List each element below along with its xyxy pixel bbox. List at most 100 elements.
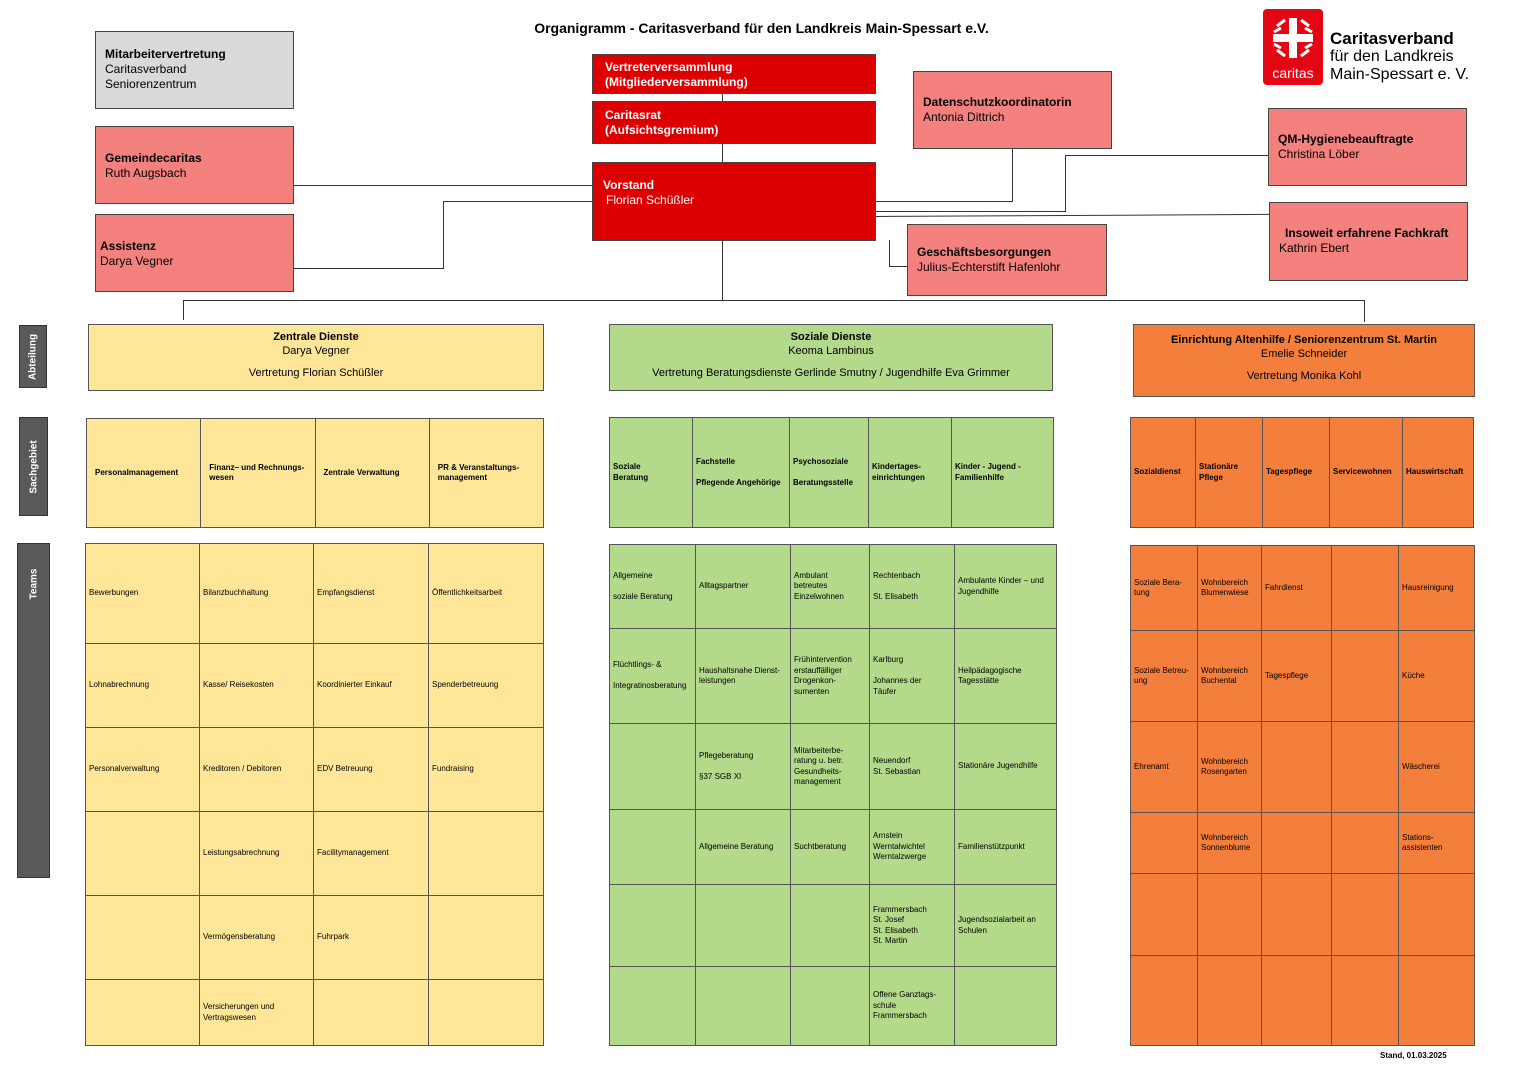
- team-cell: Kreditoren / Debitoren: [199, 727, 314, 812]
- box-person: Kathrin Ebert: [1279, 241, 1350, 255]
- dept-head: Keoma Lambinus: [788, 345, 874, 357]
- box-person: Florian Schüßler: [606, 193, 695, 207]
- dept-title: Einrichtung Altenhilfe / Seniorenzentrum…: [1170, 334, 1438, 346]
- team-row: Versicherungen und Vertragswesen: [85, 979, 544, 1046]
- dept-deputy: Vertretung Florian Schüßler: [248, 367, 384, 379]
- sachgebiet-cell: Kinder - Jugend - Familienhilfe: [951, 417, 1054, 528]
- caritas-logo: caritas: [1263, 9, 1323, 85]
- team-cell: Leistungsabrechnung: [199, 811, 314, 896]
- box-title: Mitarbeitervertretung: [105, 47, 226, 61]
- team-cell: [609, 723, 696, 810]
- box-caritasrat: Caritasrat (Aufsichtsgremium): [592, 101, 876, 144]
- team-cell: [790, 966, 870, 1046]
- box-title: Gemeindecaritas: [105, 151, 202, 165]
- team-cell: Empfangsdienst: [313, 543, 429, 644]
- sachgebiet-cell: Servicewohnen: [1329, 417, 1403, 528]
- connector-line: [1065, 155, 1269, 156]
- box-person: Ruth Augsbach: [105, 166, 187, 180]
- team-cell: Familienstützpunkt: [954, 809, 1057, 885]
- sachgebiet-cell: Fachstelle Pflegende Angehörige: [692, 417, 790, 528]
- team-cell: [1331, 630, 1399, 722]
- dept-altenhilfe: Einrichtung Altenhilfe / Seniorenzentrum…: [1133, 324, 1475, 397]
- team-cell: [1130, 873, 1198, 956]
- connector-line: [293, 185, 593, 186]
- box-gemeindecaritas: Gemeindecaritas Ruth Augsbach: [95, 126, 294, 204]
- side-label-sachgebiet: Sachgebiet: [19, 417, 48, 516]
- team-row: [1130, 873, 1475, 956]
- box-line: (Mitgliederversammlung): [605, 75, 748, 89]
- team-cell: [1331, 812, 1399, 874]
- team-cell: [695, 884, 791, 967]
- team-cell: Soziale Bera- tung: [1130, 545, 1198, 631]
- team-cell: Frühintervention erstauffälliger Drogenk…: [790, 628, 870, 724]
- connector-line: [443, 201, 444, 269]
- team-cell: Rechtenbach St. Elisabeth: [869, 544, 955, 629]
- team-cell: [1197, 955, 1262, 1046]
- team-cell: [85, 895, 200, 980]
- sachgebiet-cell: Psychosoziale Beratungsstelle: [789, 417, 869, 528]
- team-cell: Küche: [1398, 630, 1475, 722]
- sachgebiet-zentral: Personalmanagement Finanz– und Rechnungs…: [85, 418, 545, 528]
- team-cell: Wäscherei: [1398, 721, 1475, 813]
- box-line: Caritasrat: [605, 108, 662, 122]
- team-cell: Haushaltsnahe Dienst- leistungen: [695, 628, 791, 724]
- team-row: Frammersbach St. Josef St. Elisabeth St.…: [609, 884, 1057, 967]
- team-cell: Frammersbach St. Josef St. Elisabeth St.…: [869, 884, 955, 967]
- connector-line: [889, 266, 908, 267]
- sachgebiet-alten: Sozialdienst Stationäre Pflege Tagespfle…: [1130, 417, 1474, 528]
- box-line: (Aufsichtsgremium): [605, 123, 719, 137]
- team-cell: Lohnabrechnung: [85, 643, 200, 728]
- team-cell: Wohnbereich Rosengarten: [1197, 721, 1262, 813]
- sachgebiet-cell: Soziale Beratung: [609, 417, 693, 528]
- team-cell: Suchtberatung: [790, 809, 870, 885]
- team-cell: [428, 895, 544, 980]
- box-title: Datenschutzkoordinatorin: [923, 95, 1072, 109]
- connector-line: [183, 300, 1365, 301]
- sachgebiet-cell: Personalmanagement: [85, 418, 202, 528]
- dept-title: Soziale Dienste: [790, 331, 872, 343]
- team-cell: Facilitymanagement: [313, 811, 429, 896]
- box-title: QM-Hygienebeauftragte: [1278, 132, 1414, 146]
- box-mitarbeitervertretung: Mitarbeitervertretung Caritasverband Sen…: [95, 31, 294, 109]
- box-title: Insoweit erfahrene Fachkraft: [1285, 226, 1449, 240]
- box-insoweit-fachkraft: Insoweit erfahrene Fachkraft Kathrin Ebe…: [1269, 202, 1468, 281]
- team-cell: [313, 979, 429, 1046]
- team-cell: Jugendsozialarbeit an Schulen: [954, 884, 1057, 967]
- sachgebiet-cell: Zentrale Verwaltung: [314, 418, 430, 528]
- team-cell: Öffentlichkeitsarbeit: [428, 543, 544, 644]
- caritas-flame-cross-icon: [1273, 18, 1313, 58]
- side-label-abteilung: Abteilung: [19, 325, 47, 388]
- box-vertreterversammlung: Vertreterversammlung (Mitgliederversamml…: [592, 54, 876, 94]
- team-cell: [609, 884, 696, 967]
- logo-org-name: Caritasverband für den Landkreis Main-Sp…: [1330, 30, 1469, 84]
- team-cell: [1331, 545, 1399, 631]
- dept-deputy: Vertretung Monika Kohl: [1246, 370, 1362, 382]
- box-title: Vorstand: [603, 178, 655, 192]
- team-cell: [428, 979, 544, 1046]
- dept-zentrale-dienste: Zentrale Dienste Darya Vegner Vertretung…: [88, 324, 544, 391]
- team-cell: Personalverwaltung: [85, 727, 200, 812]
- connector-line: [722, 94, 723, 102]
- team-cell: Neuendorf St. Sebastian: [869, 723, 955, 810]
- sachgebiet-cell: Kindertages- einrichtungen: [868, 417, 952, 528]
- team-cell: [790, 884, 870, 967]
- dept-soziale-dienste: Soziale Dienste Keoma Lambinus Vertretun…: [609, 324, 1053, 391]
- team-cell: Alltagspartner: [695, 544, 791, 629]
- side-label-text: Abteilung: [27, 333, 39, 380]
- team-cell: Mitarbeiterbe- ratung u. betr. Gesundhei…: [790, 723, 870, 810]
- team-cell: Stations- assistenten: [1398, 812, 1475, 874]
- sachgebiet-cell: Finanz– und Rechnungs- wesen: [200, 418, 316, 528]
- team-cell: [1261, 873, 1332, 956]
- team-cell: [609, 809, 696, 885]
- team-cell: Fahrdienst: [1261, 545, 1332, 631]
- team-cell: Pflegeberatung §37 SGB XI: [695, 723, 791, 810]
- team-cell: [85, 811, 200, 896]
- team-cell: Ambulante Kinder – und Jugendhilfe: [954, 544, 1057, 629]
